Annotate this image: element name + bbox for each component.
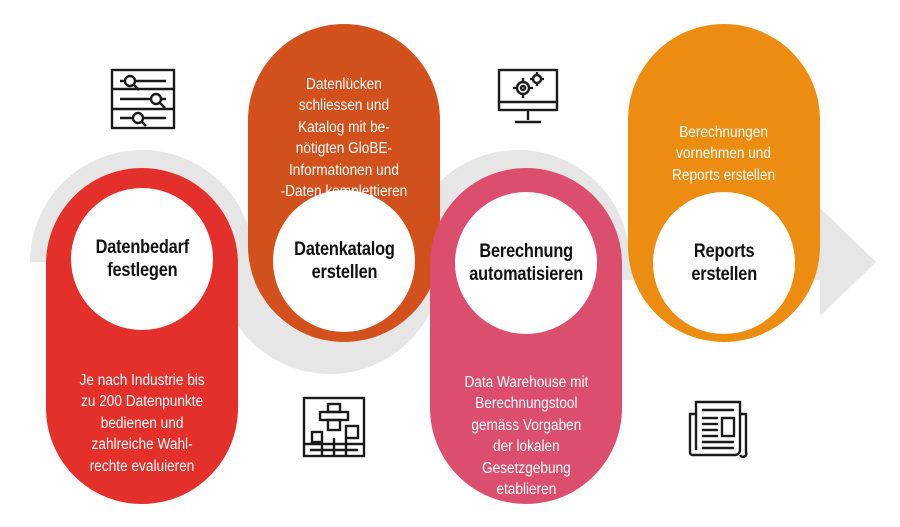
step-2-description-box: Datenlücken schliessen und Katalog mit b… bbox=[248, 52, 440, 203]
step-2-title: Datenkatalog erstellen bbox=[293, 239, 395, 283]
step-1-circle: Datenbedarf festlegen bbox=[71, 188, 213, 330]
step-3-description: Data Warehouse mit Berechnungstool gemäs… bbox=[464, 373, 588, 499]
step-4-description: Berechnungen vornehmen und Reports erste… bbox=[672, 123, 776, 184]
step-4-circle: Reports erstellen bbox=[653, 192, 795, 334]
step-3-description-box: Data Warehouse mit Berechnungstool gemäs… bbox=[430, 350, 622, 501]
step-1-description: Je nach Industrie bis zu 200 Datenpunkte… bbox=[79, 371, 205, 475]
sliders-search-icon bbox=[110, 68, 176, 130]
step-1-description-box: Je nach Industrie bis zu 200 Datenpunkte… bbox=[46, 348, 238, 477]
puzzle-grid-icon bbox=[302, 396, 366, 458]
step-4-title: Reports erstellen bbox=[691, 241, 757, 285]
step-4-description-box: Berechnungen vornehmen und Reports erste… bbox=[628, 100, 820, 186]
step-1-title: Datenbedarf festlegen bbox=[95, 237, 189, 281]
arrow-head bbox=[820, 208, 876, 316]
monitor-gears-icon bbox=[497, 68, 559, 124]
step-2-description: Datenlücken schliessen und Katalog mit b… bbox=[280, 75, 408, 201]
step-3-circle: Berechnung automatisieren bbox=[455, 192, 597, 334]
step-3-title: Berechnung automatisieren bbox=[469, 241, 583, 285]
step-2-circle: Datenkatalog erstellen bbox=[273, 190, 415, 332]
newspaper-icon bbox=[688, 400, 748, 458]
